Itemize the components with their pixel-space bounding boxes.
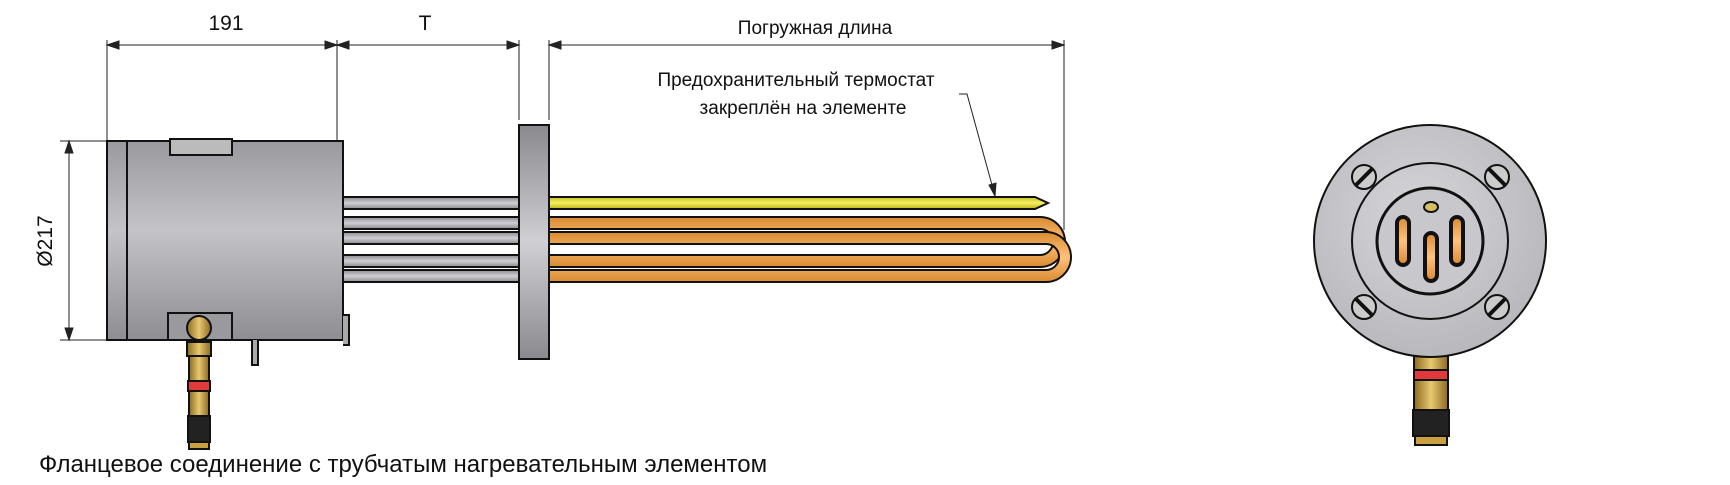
diameter-label: Ø217 <box>34 215 57 266</box>
figure-caption: Фланцевое соединение с трубчатым нагрева… <box>39 451 767 478</box>
front-view-flange <box>1313 124 1547 446</box>
heating-rods <box>342 196 1072 283</box>
flange-side <box>518 124 550 360</box>
dimension-t-label: T <box>419 12 432 35</box>
thermostat-rod <box>548 196 1051 210</box>
thermostat-annotation-line1: Предохранительный термостат <box>657 70 934 91</box>
dimension-lines <box>60 40 1066 342</box>
immersion-length-label: Погружная длина <box>738 18 893 39</box>
cable-gland <box>186 315 212 450</box>
thermostat-annotation-line2: закреплён на элементе <box>700 98 907 119</box>
dimension-191-label: 191 <box>208 12 243 35</box>
housing <box>106 138 350 366</box>
bolt-heads <box>1351 164 1510 320</box>
